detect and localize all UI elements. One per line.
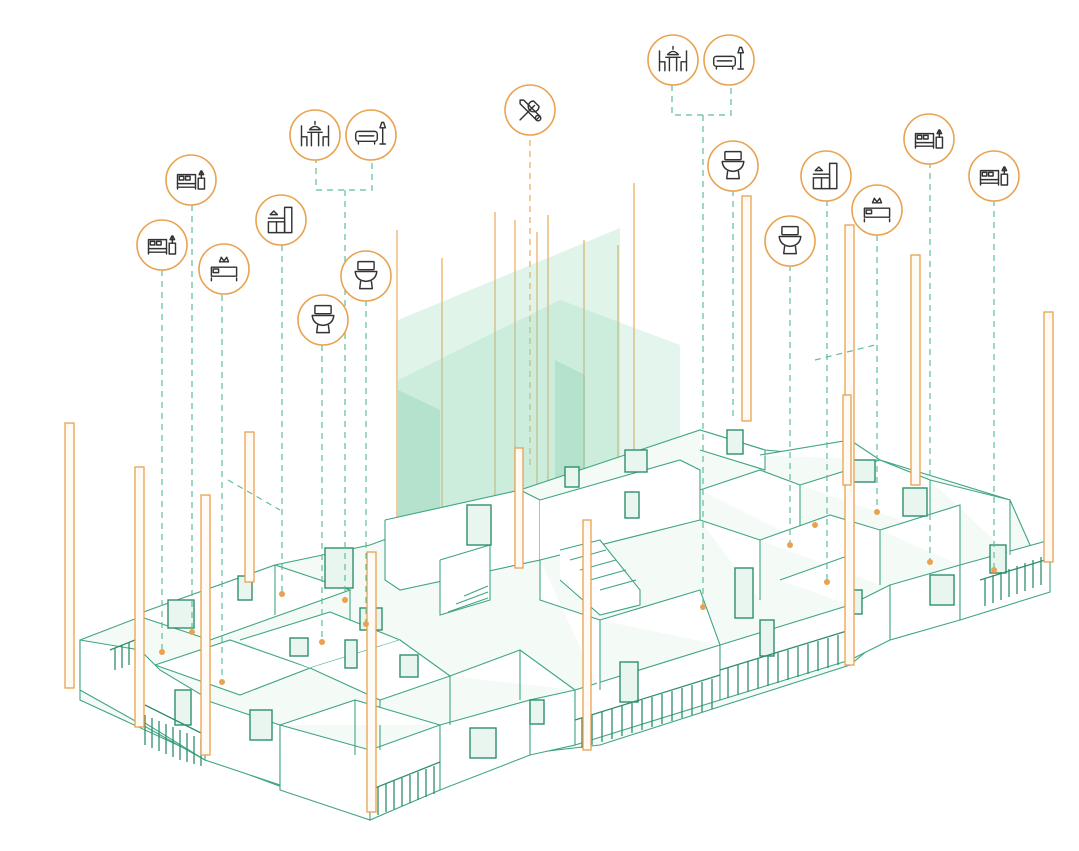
bedroom-icon: [165, 154, 217, 206]
tools-icon: [504, 84, 556, 136]
bedroom-icon: [903, 113, 955, 165]
master-bedroom-icon: [851, 184, 903, 236]
room-partitions: [134, 429, 1011, 755]
dashed-leader-lines: [161, 85, 995, 680]
vertical-leaders: [396, 140, 635, 650]
kitchen-icon: [800, 150, 852, 202]
toilet-icon: [340, 250, 392, 302]
master-bedroom-icon: [198, 243, 250, 295]
room-icons: [136, 34, 1020, 346]
kitchen-icon: [255, 194, 307, 246]
building-structure: [79, 429, 1051, 821]
toilet-icon: [297, 294, 349, 346]
balcony-railings: [109, 557, 1046, 815]
sofa-lamp-icon: [703, 34, 755, 86]
sofa-lamp-icon: [345, 109, 397, 161]
toilet-icon: [764, 215, 816, 267]
corner-pillars: [64, 195, 1054, 813]
toilet-icon: [707, 140, 759, 192]
room-markers: [159, 509, 997, 685]
dining-table-icon: [647, 34, 699, 86]
bedroom-icon: [136, 219, 188, 271]
dining-table-icon: [289, 109, 341, 161]
windows: [167, 429, 1007, 759]
bedroom-icon: [968, 150, 1020, 202]
